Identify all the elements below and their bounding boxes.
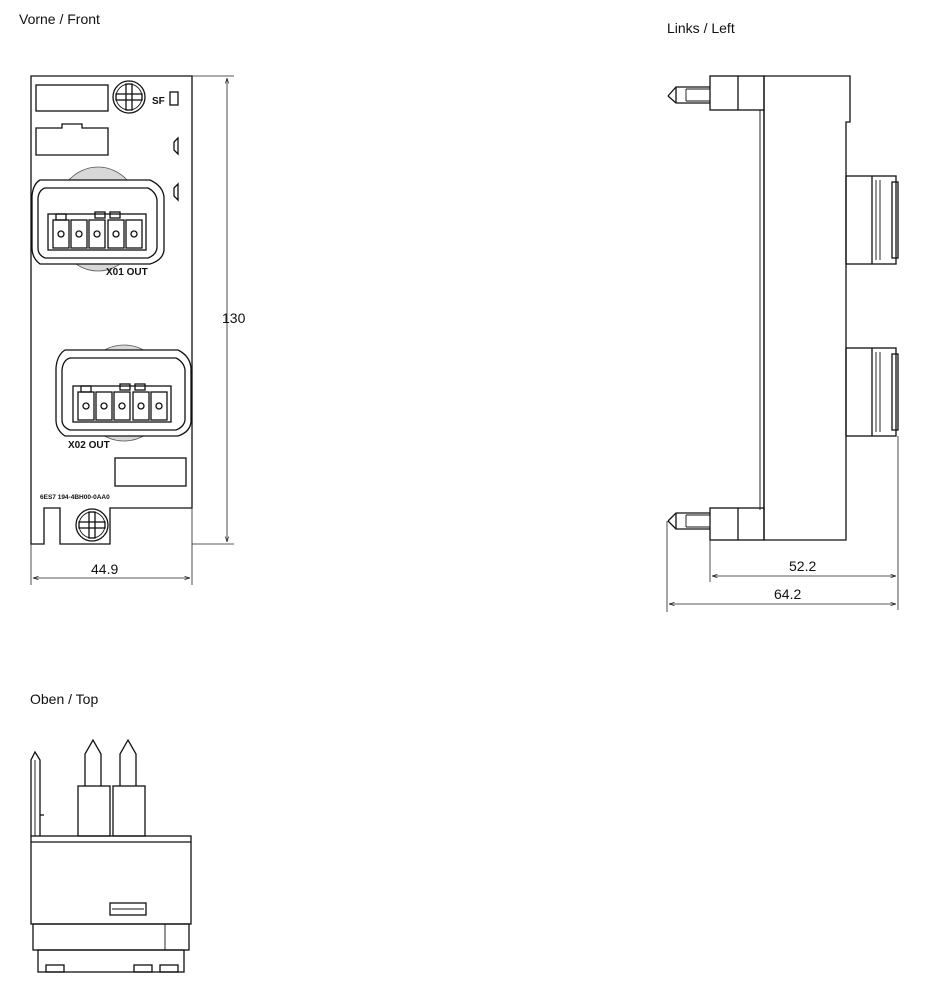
x02-out-label: X02 OUT xyxy=(68,440,110,451)
top-slot xyxy=(109,902,147,916)
led-indicator-2 xyxy=(173,182,179,202)
led-indicator-1 xyxy=(173,136,179,156)
left-connector-1 xyxy=(845,175,899,265)
depth-inner-dimension-value: 52.2 xyxy=(789,558,816,574)
sf-led-indicator xyxy=(169,91,179,106)
depth-outer-dimension-value: 64.2 xyxy=(774,586,801,602)
sf-label: SF xyxy=(152,96,165,107)
label-slot-1 xyxy=(35,84,109,112)
x01-connector xyxy=(31,166,165,272)
x02-connector xyxy=(55,344,192,442)
width-dimension-value: 44.9 xyxy=(91,561,118,577)
front-housing-outline xyxy=(30,75,193,545)
top-view-title: Oben / Top xyxy=(30,691,99,707)
front-view-title: Vorne / Front xyxy=(19,11,100,27)
top-latch-pin xyxy=(30,750,41,836)
top-connector-pin-1 xyxy=(77,738,111,837)
left-body-outline xyxy=(763,75,851,541)
top-latch xyxy=(667,75,765,111)
top-base-foot xyxy=(37,949,185,973)
label-slot-2 xyxy=(35,123,109,156)
top-screw-icon xyxy=(112,80,146,114)
x01-out-label: X01 OUT xyxy=(106,267,148,278)
label-slot-3 xyxy=(114,457,187,487)
part-number: 6ES7 194-4BH00-0AA0 xyxy=(40,494,110,501)
bottom-latch xyxy=(667,507,765,541)
front-view: SF X01 OUT xyxy=(30,75,246,585)
left-view-title: Links / Left xyxy=(667,20,735,36)
left-view: 52.2 64.2 xyxy=(666,75,899,612)
top-connector-pin-2 xyxy=(112,738,146,837)
top-body-outline xyxy=(30,835,192,925)
top-view xyxy=(30,738,192,973)
bottom-screw-icon xyxy=(75,508,109,542)
top-base-rail xyxy=(32,923,190,951)
height-dimension-value: 130 xyxy=(222,310,246,326)
left-connector-2 xyxy=(845,347,899,437)
